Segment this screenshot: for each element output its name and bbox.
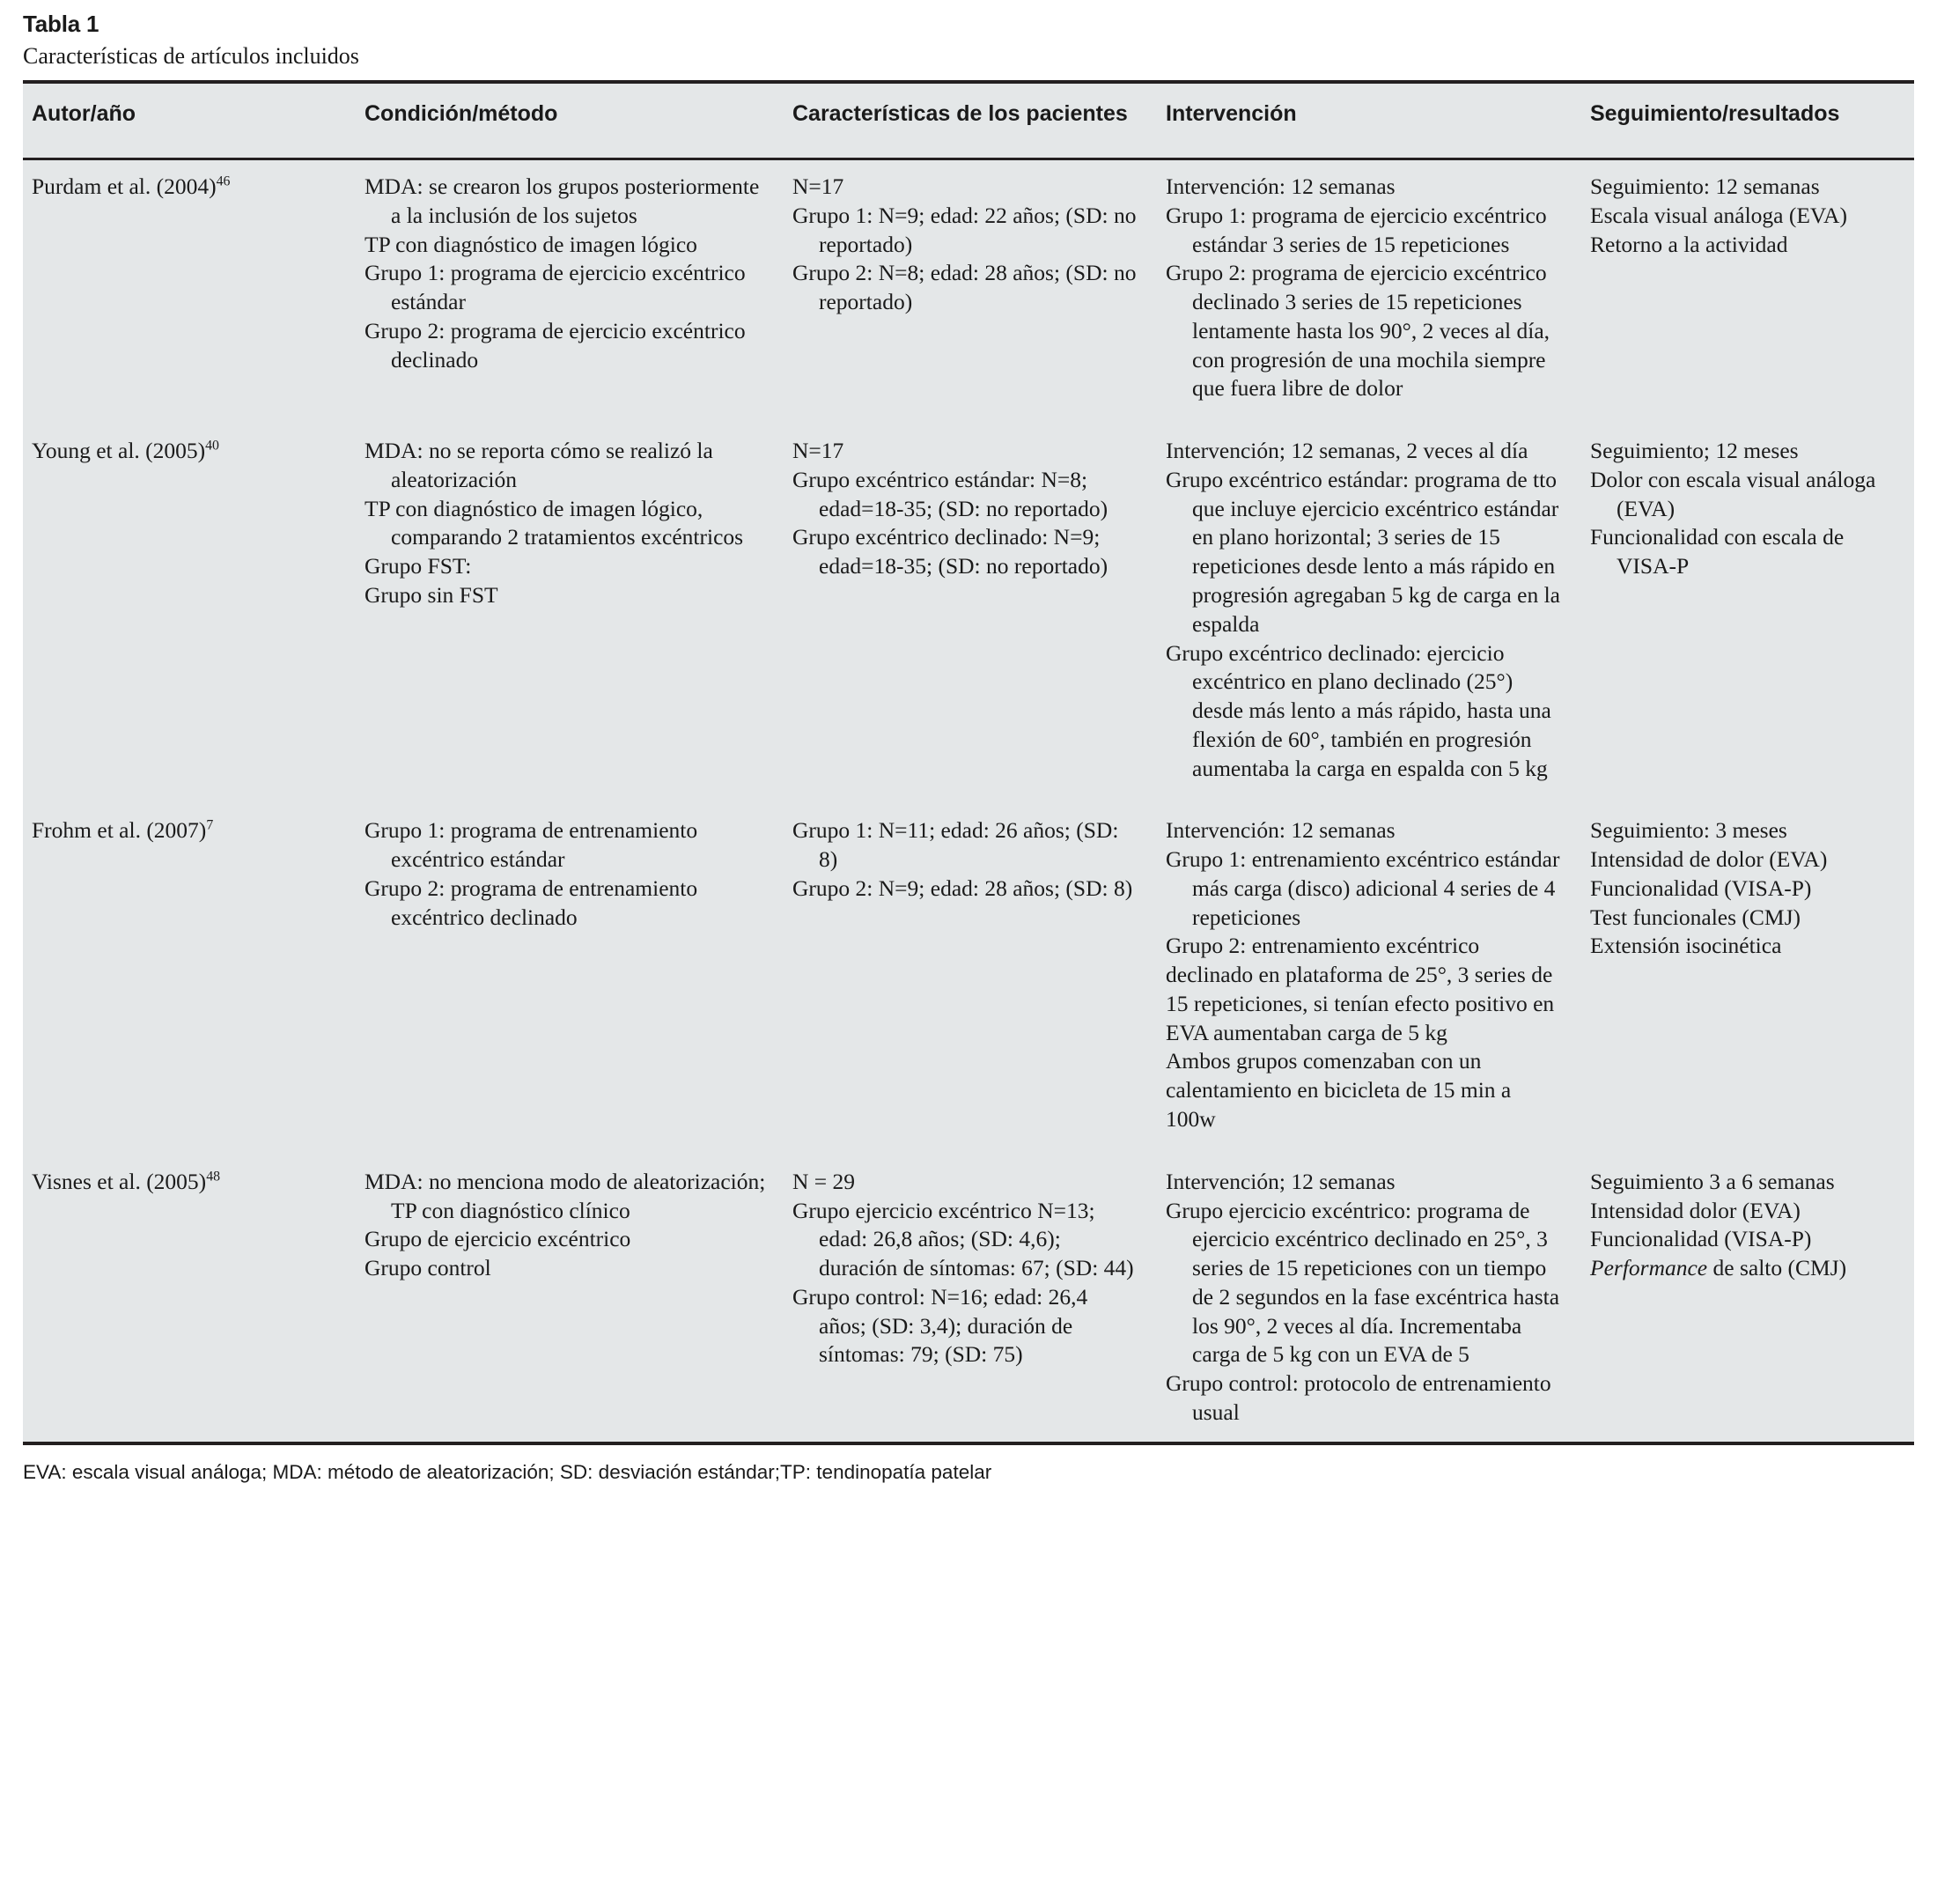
- header-row: Autor/año Condición/método Característic…: [23, 79, 1914, 161]
- reference-superscript: 46: [216, 173, 231, 189]
- cell-line: N=17: [792, 438, 844, 464]
- cell-line: Performance de salto (CMJ): [1590, 1255, 1847, 1281]
- cell-line: Intervención: 12 semanas: [1166, 817, 1396, 844]
- cell-line: Grupo excéntrico declinado: ejercicio ex…: [1166, 639, 1551, 781]
- table-title: Características de artículos incluidos: [23, 42, 359, 69]
- cell-author: Young et al. (2005)40: [23, 424, 359, 805]
- cell-line: TP con diagnóstico de imagen lógico, com…: [365, 495, 744, 550]
- cell-author: Visnes et al. (2005)48: [23, 1155, 359, 1442]
- cell-line: Grupo 1: programa de ejercicio excéntric…: [365, 260, 746, 315]
- reference-superscript: 40: [205, 438, 219, 454]
- table-number-label: Tabla 1: [23, 11, 99, 37]
- column-header-intervention: Intervención: [1160, 79, 1585, 161]
- reference-superscript: 7: [206, 817, 214, 833]
- cell-line: Seguimiento: 3 meses: [1590, 817, 1787, 844]
- cell-line: Grupo de ejercicio excéntrico: [365, 1226, 631, 1252]
- cell-line: Grupo 2: N=9; edad: 28 años; (SD: 8): [792, 875, 1133, 901]
- table-footnote: EVA: escala visual análoga; MDA: método …: [23, 1460, 992, 1483]
- cell-patients: N = 29 Grupo ejercicio excéntrico N=13; e…: [787, 1155, 1160, 1442]
- cell-line: Grupo 2: programa de entrenamiento excén…: [365, 875, 698, 930]
- cell-condition: MDA: se crearon los grupos posteriorment…: [359, 159, 787, 425]
- cell-line: Intervención; 12 semanas: [1166, 1168, 1396, 1194]
- cell-line: Grupo 2: entrenamiento excéntrico declin…: [1166, 933, 1555, 1045]
- author-citation: Purdam et al. (2004)46: [32, 173, 231, 200]
- cell-line: MDA: no se reporta cómo se realizó la al…: [365, 438, 713, 492]
- table-bottom-rule: [23, 1441, 1914, 1445]
- cell-line: Grupo excéntrico estándar: programa de t…: [1166, 466, 1560, 637]
- cell-line: TP con diagnóstico de imagen lógico: [365, 231, 697, 257]
- cell-line: MDA: se crearon los grupos posteriorment…: [365, 173, 760, 228]
- cell-line: Ambos grupos comenzaban con un calentami…: [1166, 1048, 1512, 1132]
- cell-line: Retorno a la actividad: [1590, 231, 1788, 257]
- cell-line: Seguimiento; 12 meses: [1590, 438, 1799, 464]
- cell-line: Seguimiento: 12 semanas: [1590, 173, 1820, 200]
- table-caption: Tabla 1 Características de artículos inc…: [23, 0, 1914, 80]
- column-header-author: Autor/año: [23, 79, 359, 161]
- table-row: Young et al. (2005)40 MDA: no se reporta …: [23, 424, 1914, 805]
- cell-line: Grupo control: [365, 1255, 491, 1281]
- column-header-followup: Seguimiento/resultados: [1585, 79, 1914, 161]
- column-header-condition: Condición/método: [359, 79, 787, 161]
- cell-line: Grupo 2: N=8; edad: 28 años; (SD: no rep…: [792, 260, 1137, 315]
- author-citation: Frohm et al. (2007)7: [32, 817, 214, 844]
- author-citation: Young et al. (2005)40: [32, 438, 219, 464]
- table-row: Frohm et al. (2007)7 Grupo 1: programa de…: [23, 804, 1914, 1155]
- cell-line: Extensión isocinética: [1590, 933, 1782, 959]
- author-citation: Visnes et al. (2005)48: [32, 1168, 220, 1194]
- cell-line: MDA: no menciona modo de aleatorización;…: [365, 1168, 766, 1223]
- cell-patients: Grupo 1: N=11; edad: 26 años; (SD: 8)Gru…: [787, 804, 1160, 1155]
- cell-line: Grupo 1: programa de entrenamiento excén…: [365, 817, 698, 873]
- cell-line: Intensidad de dolor (EVA): [1590, 846, 1828, 873]
- cell-line: Grupo control: protocolo de entrenamient…: [1166, 1370, 1551, 1425]
- cell-author: Purdam et al. (2004)46: [23, 159, 359, 425]
- cell-line: Grupo control: N=16; edad: 26,4 años; (S…: [792, 1283, 1088, 1368]
- characteristics-table: Autor/año Condición/método Característic…: [23, 79, 1914, 1442]
- cell-condition: MDA: no menciona modo de aleatorización;…: [359, 1155, 787, 1442]
- emphasis-text: Performance: [1590, 1255, 1708, 1281]
- cell-line: Grupo 1: N=11; edad: 26 años; (SD: 8): [792, 817, 1119, 873]
- cell-line: N = 29: [792, 1168, 856, 1194]
- cell-intervention: Intervención; 12 semanas, 2 veces al día…: [1160, 424, 1585, 805]
- table-row: Purdam et al. (2004)46 MDA: se crearon lo…: [23, 159, 1914, 425]
- cell-line: Grupo 2: programa de ejercicio excéntric…: [1166, 260, 1550, 402]
- cell-line: Dolor con escala visual análoga (EVA): [1590, 466, 1876, 521]
- cell-line: Grupo FST:: [365, 553, 472, 579]
- table-row: Visnes et al. (2005)48 MDA: no menciona m…: [23, 1155, 1914, 1442]
- cell-line: Funcionalidad (VISA-P): [1590, 1226, 1812, 1252]
- cell-line: Intervención: 12 semanas: [1166, 173, 1396, 200]
- cell-line: Grupo 1: programa de ejercicio excéntric…: [1166, 202, 1547, 257]
- cell-line: Seguimiento 3 a 6 semanas: [1590, 1168, 1835, 1194]
- table-header: Autor/año Condición/método Característic…: [23, 79, 1914, 161]
- cell-line: Grupo 1: entrenamiento excéntrico estánd…: [1166, 846, 1560, 930]
- table-body: Purdam et al. (2004)46 MDA: se crearon lo…: [23, 159, 1914, 1442]
- cell-line: Grupo sin FST: [365, 581, 498, 608]
- cell-line: Escala visual análoga (EVA): [1590, 202, 1847, 228]
- cell-line: Grupo excéntrico estándar: N=8; edad=18-…: [792, 466, 1108, 521]
- cell-line: Grupo ejercicio excéntrico: programa de …: [1166, 1197, 1560, 1368]
- cell-line: Funcionalidad con escala de VISA-P: [1590, 524, 1845, 579]
- cell-line: Intensidad dolor (EVA): [1590, 1197, 1801, 1223]
- column-header-patients: Características de los pacientes: [787, 79, 1160, 161]
- cell-author: Frohm et al. (2007)7: [23, 804, 359, 1155]
- cell-line: Grupo 2: programa de ejercicio excéntric…: [365, 317, 746, 373]
- cell-line: Intervención; 12 semanas, 2 veces al día: [1166, 438, 1528, 464]
- cell-condition: Grupo 1: programa de entrenamiento excén…: [359, 804, 787, 1155]
- cell-condition: MDA: no se reporta cómo se realizó la al…: [359, 424, 787, 805]
- cell-line: N=17: [792, 173, 844, 200]
- cell-line: Grupo excéntrico declinado: N=9; edad=18…: [792, 524, 1108, 579]
- cell-line: Funcionalidad (VISA-P): [1590, 875, 1812, 901]
- cell-line: Test funcionales (CMJ): [1590, 904, 1801, 930]
- cell-line: Grupo 1: N=9; edad: 22 años; (SD: no rep…: [792, 202, 1137, 257]
- cell-line: Grupo ejercicio excéntrico N=13; edad: 2…: [792, 1197, 1134, 1281]
- reference-superscript: 48: [206, 1169, 220, 1184]
